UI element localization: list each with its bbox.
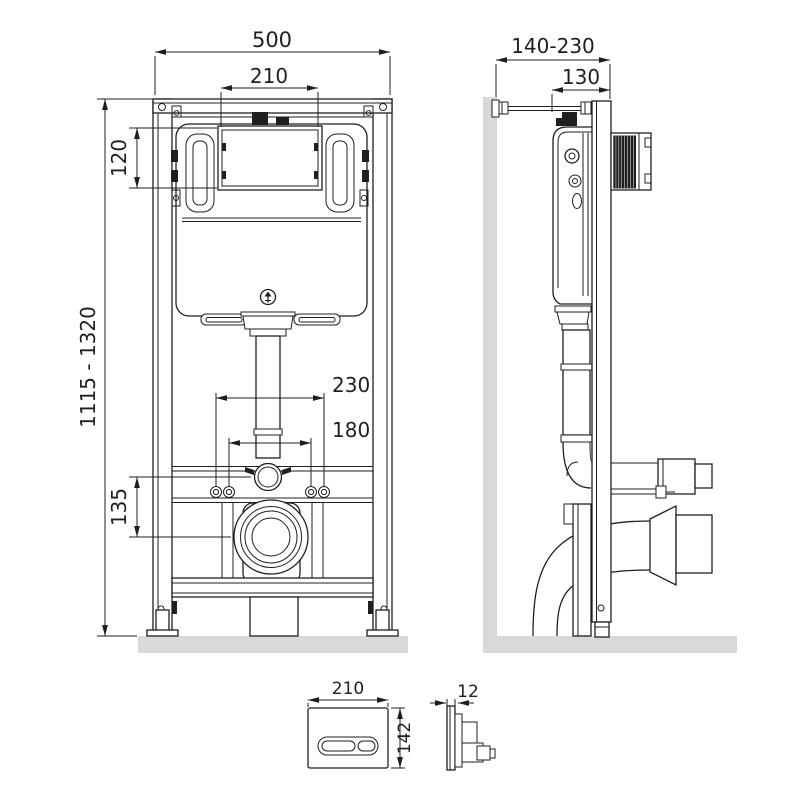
flush-button-large — [321, 740, 356, 752]
dim-overall-width: 500 — [252, 28, 292, 52]
dim-plate-height: 142 — [395, 722, 415, 754]
drain-channel-front — [249, 596, 299, 637]
foot-side — [594, 621, 610, 638]
cistern-bottom-slots — [200, 313, 341, 326]
cistern-body — [175, 123, 368, 317]
flush-plate — [307, 707, 389, 769]
waste-outlet-connector — [649, 504, 713, 587]
feet — [146, 601, 399, 637]
flush-pipe-front — [240, 311, 296, 492]
drain-screw-icon — [259, 288, 277, 306]
dim-plate-width: 210 — [332, 679, 364, 699]
wall-anchor-rod — [491, 99, 592, 118]
front-view: 500 210 120 1115 - 1320 230 180 — [76, 28, 408, 653]
water-inlet-cap — [252, 112, 268, 125]
flush-plate-front-view: 210 142 — [307, 679, 415, 769]
foot-left — [155, 609, 170, 633]
flush-plate-side — [446, 705, 456, 771]
flush-elbow — [562, 441, 592, 489]
frame-braces — [221, 503, 324, 578]
side-view-dimensions: 140-230 130 — [495, 34, 611, 112]
top-rail — [152, 98, 393, 118]
frame-post-side — [591, 100, 612, 638]
foot-right — [375, 609, 390, 633]
flush-plate-side-dimension: 12 — [430, 682, 479, 706]
flush-button-small — [357, 740, 376, 752]
inlet-valve-knob — [564, 148, 580, 164]
inlet-cap-side — [562, 112, 577, 126]
dim-stud-spacing-wide: 230 — [332, 373, 370, 397]
flush-outlet-connector — [611, 458, 713, 499]
stud-nut — [655, 485, 667, 499]
access-window — [217, 125, 323, 191]
bottom-rail — [171, 577, 374, 598]
dim-access-window-width: 210 — [250, 64, 288, 88]
cistern-side — [532, 112, 651, 637]
flush-plate-mechanism — [454, 713, 496, 768]
flush-plate-side-view: 12 — [430, 682, 496, 771]
floor-front — [138, 636, 408, 653]
corrugated-access-box — [610, 132, 652, 191]
side-view: 140-230 130 — [483, 34, 737, 653]
wall-side — [483, 97, 497, 638]
floor-side — [483, 636, 737, 653]
dim-outlet-offset: 135 — [107, 488, 131, 526]
valve-cap — [276, 117, 289, 125]
drain-channel-side — [572, 503, 592, 637]
dim-mounting-depth: 140-230 — [511, 34, 595, 58]
wall-screw-hole-left — [158, 103, 166, 111]
wall-screw-hole-right — [379, 103, 387, 111]
flush-pipe-outlet — [253, 462, 283, 492]
cistern-front — [171, 112, 369, 326]
fixing-studs — [210, 486, 330, 498]
waste-elbow — [532, 520, 651, 637]
dim-access-window-height: 120 — [107, 139, 131, 177]
waste-outlet-front — [233, 499, 309, 584]
dim-frame-depth: 130 — [562, 65, 600, 89]
frame-clips — [171, 150, 369, 207]
dim-overall-height: 1115 - 1320 — [76, 306, 100, 428]
dim-plate-thickness: 12 — [457, 682, 479, 702]
flush-plate-dimensions: 210 142 — [307, 679, 415, 769]
flush-button-surround — [317, 736, 379, 756]
dim-stud-spacing-narrow: 180 — [332, 418, 370, 442]
cistern-wings — [185, 133, 355, 213]
front-view-dimensions: 500 210 120 1115 - 1320 230 180 — [76, 28, 391, 637]
frame-posts — [152, 98, 393, 633]
